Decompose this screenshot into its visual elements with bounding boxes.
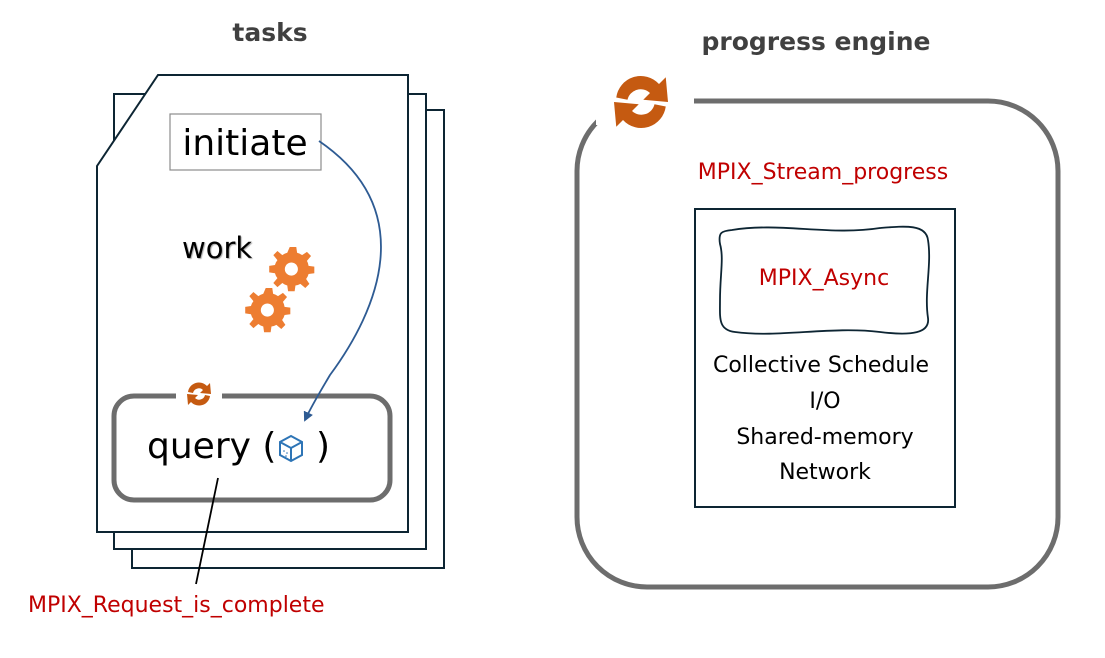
initiate-box: initiate	[169, 113, 322, 171]
request-pointer-line	[195, 477, 219, 585]
progress-engine-title: progress engine	[701, 27, 930, 56]
cube-icon	[279, 434, 303, 463]
progress-refresh-icon	[614, 76, 668, 128]
gears-icon	[245, 246, 315, 333]
query-label: query (	[147, 426, 276, 467]
list-item-io: I/O	[809, 389, 840, 414]
stream-progress-label: MPIX_Stream_progress	[698, 160, 948, 185]
query-close-paren: )	[316, 426, 330, 467]
work-label: work	[182, 231, 252, 265]
initiate-to-query-arrow	[303, 140, 382, 422]
list-item-network: Network	[779, 460, 871, 485]
request-is-complete-label: MPIX_Request_is_complete	[28, 593, 325, 618]
query-box: query ( )	[111, 386, 393, 503]
tasks-title: tasks	[232, 18, 307, 47]
query-refresh-icon	[187, 382, 211, 406]
list-item-shared-memory: Shared-memory	[736, 425, 913, 450]
list-item-collective-schedule: Collective Schedule	[713, 353, 929, 378]
async-label: MPIX_Async	[759, 266, 889, 291]
async-box: MPIX_Async	[718, 225, 931, 335]
initiate-label: initiate	[182, 123, 307, 164]
